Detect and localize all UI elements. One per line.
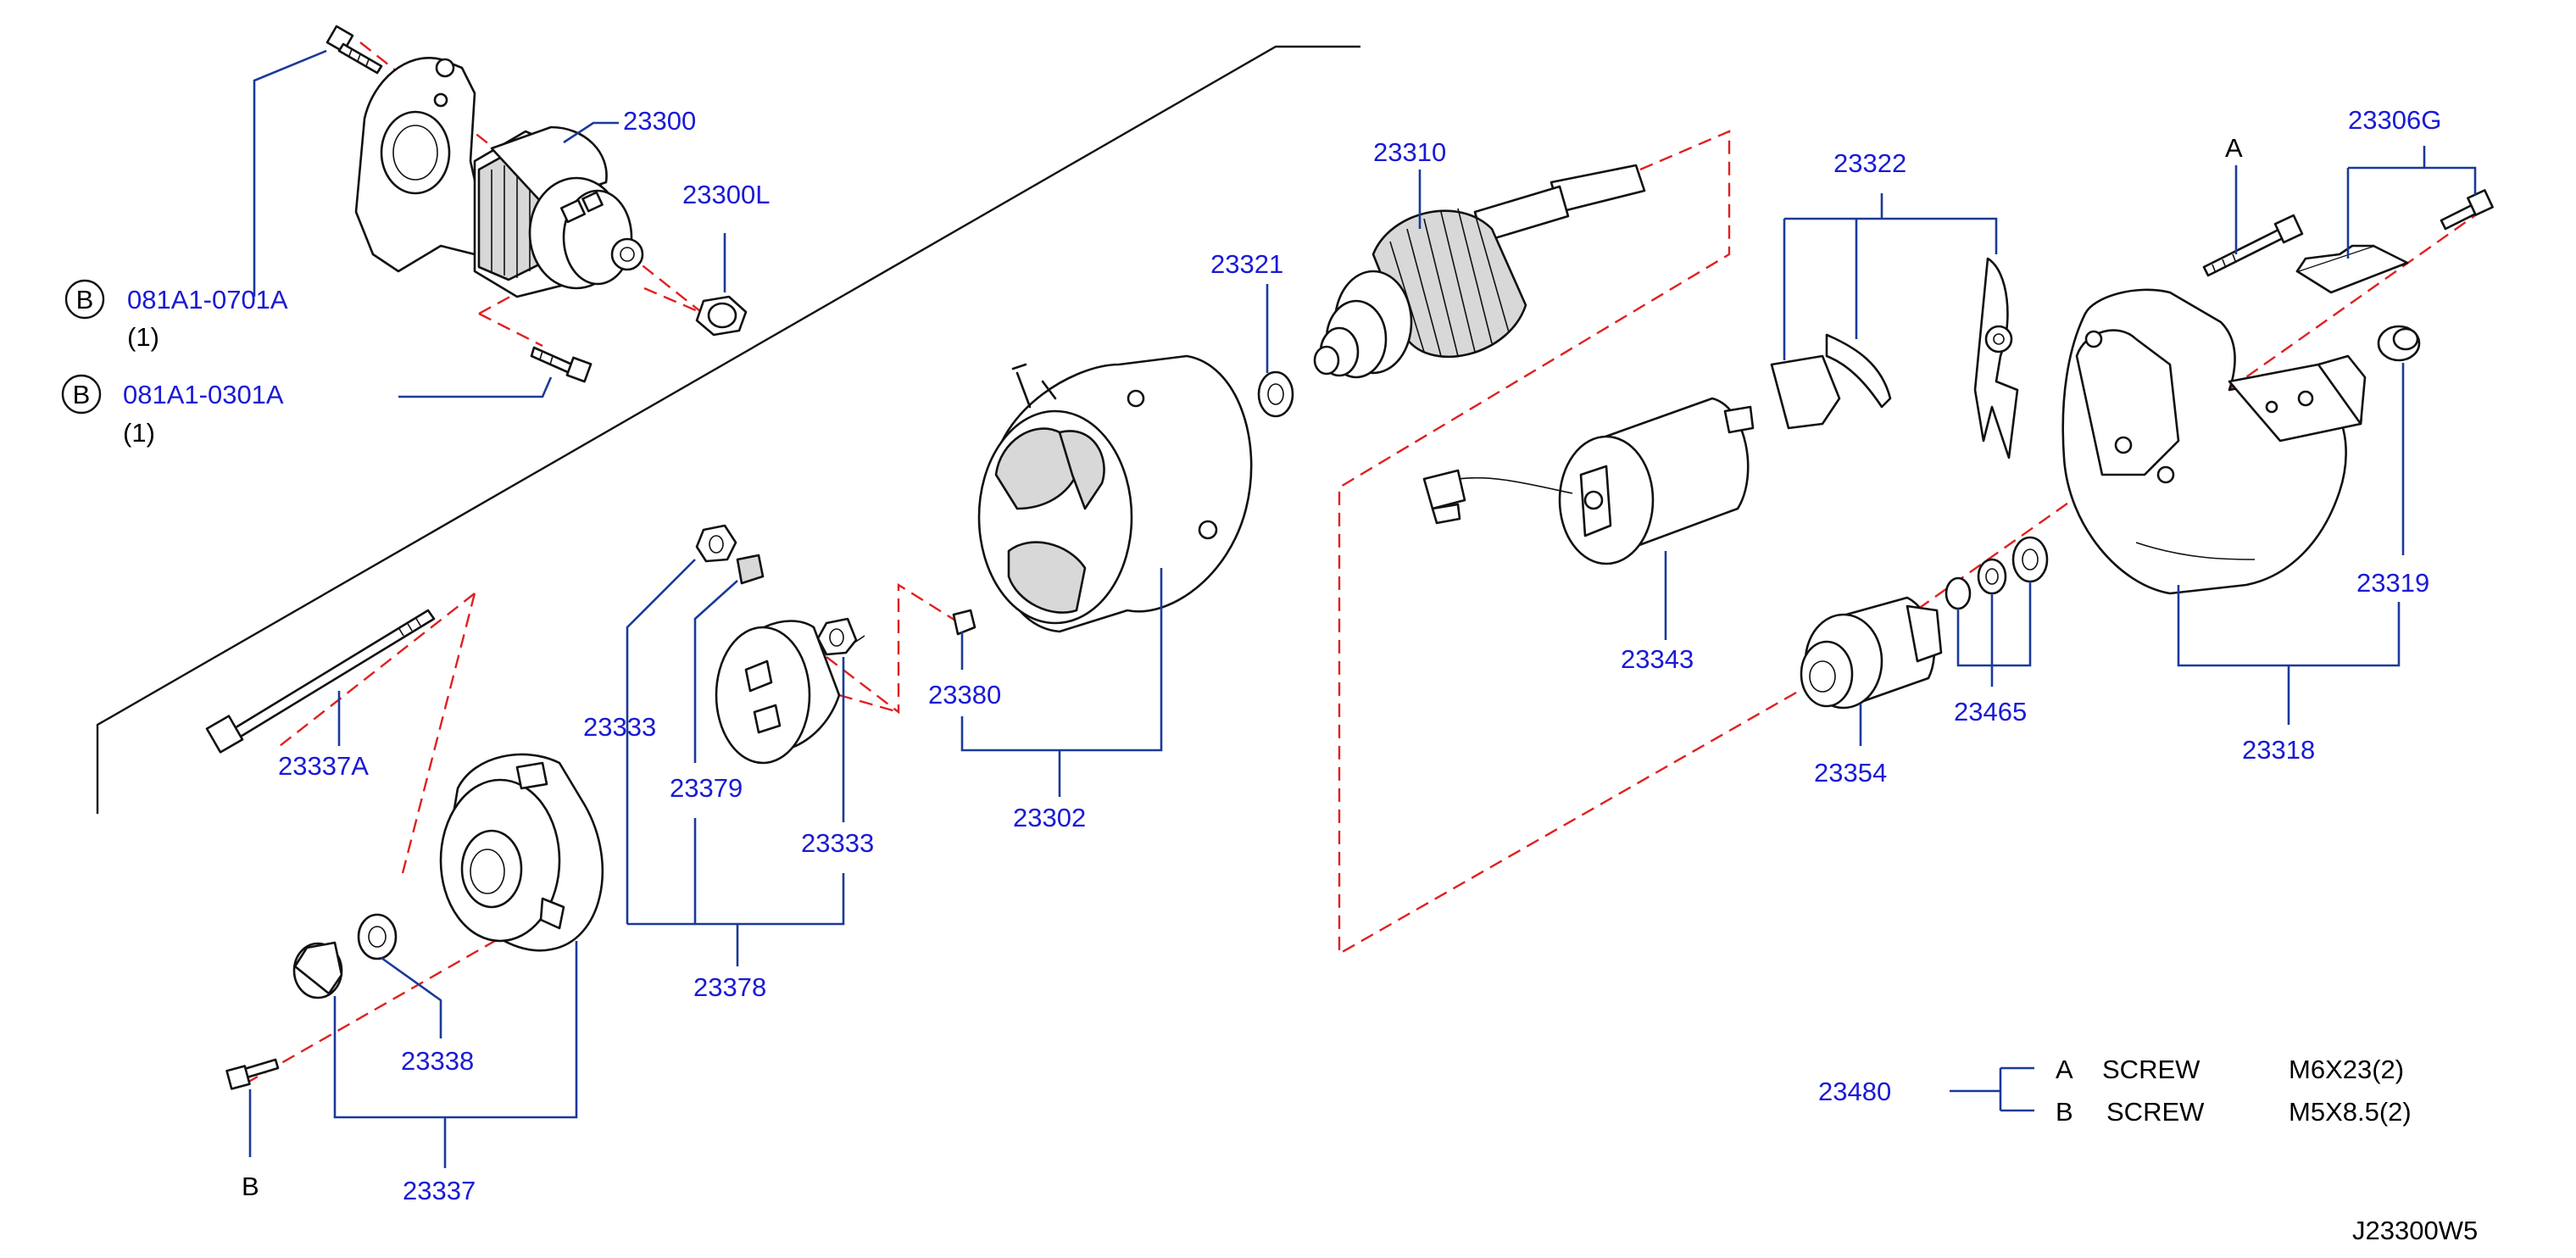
brush-holder-23379-illustration bbox=[715, 620, 841, 765]
front-housing-illustration bbox=[2061, 288, 2367, 595]
label-23333-left[interactable]: 23333 bbox=[583, 712, 656, 742]
label-23302[interactable]: 23302 bbox=[1013, 803, 1086, 832]
label-23310[interactable]: 23310 bbox=[1373, 137, 1446, 167]
diagram-id: J23300W5 bbox=[2352, 1216, 2478, 1245]
bushing-23338-illustration bbox=[357, 913, 398, 960]
circle-b-marker-1 bbox=[64, 279, 105, 320]
label-23337A[interactable]: 23337A bbox=[278, 751, 369, 781]
circle-b-marker-2 bbox=[61, 374, 102, 415]
label-23338[interactable]: 23338 bbox=[401, 1046, 474, 1076]
bolt-23306G-illustration bbox=[2440, 189, 2494, 231]
lever-23322-illustration bbox=[1770, 257, 2019, 459]
starter-assembly-illustration bbox=[354, 57, 644, 298]
label-081A1-0301A[interactable]: 081A1-0301A bbox=[123, 380, 284, 409]
washer-23321-illustration bbox=[1257, 370, 1294, 418]
through-bolt-illustration bbox=[205, 609, 436, 754]
washers-23465-illustration bbox=[1945, 536, 2049, 610]
brush-upper-illustration bbox=[736, 554, 765, 585]
bolt-081A1-0301A-illustration bbox=[530, 346, 593, 383]
armature-illustration bbox=[1313, 164, 1646, 379]
screw-b-illustration bbox=[225, 1058, 280, 1090]
label-23379[interactable]: 23379 bbox=[670, 773, 743, 803]
bolt-081A1-0701A-illustration bbox=[325, 25, 383, 75]
bushing-23319-illustration bbox=[2377, 325, 2421, 362]
label-23480[interactable]: 23480 bbox=[1818, 1077, 1891, 1106]
label-23321[interactable]: 23321 bbox=[1210, 249, 1283, 279]
circle-b-text-2: B bbox=[73, 380, 91, 409]
legend-row-a-key: A bbox=[2056, 1055, 2073, 1084]
bracket-23306G-illustration bbox=[2295, 244, 2409, 294]
circled-b-markers: B B bbox=[61, 279, 105, 415]
legend-row-b-spec: M5X8.5(2) bbox=[2289, 1097, 2412, 1127]
label-23300[interactable]: 23300 bbox=[623, 106, 696, 136]
legend-row-b-type: SCREW bbox=[2106, 1097, 2205, 1127]
spring-23333-lower-illustration bbox=[816, 617, 865, 656]
clip-23380-illustration bbox=[952, 609, 976, 636]
label-23337[interactable]: 23337 bbox=[403, 1176, 476, 1205]
leader-lines bbox=[248, 49, 2477, 1168]
label-23300L[interactable]: 23300L bbox=[682, 180, 770, 209]
qty-081A1-0701A: (1) bbox=[127, 322, 159, 352]
pinion-illustration bbox=[1800, 596, 1943, 710]
label-23306G[interactable]: 23306G bbox=[2348, 105, 2441, 135]
label-23318[interactable]: 23318 bbox=[2242, 735, 2315, 765]
label-23378[interactable]: 23378 bbox=[693, 972, 766, 1002]
yoke-illustration bbox=[977, 354, 1253, 633]
legend-row-b-key: B bbox=[2056, 1097, 2073, 1127]
label-081A1-0701A[interactable]: 081A1-0701A bbox=[127, 285, 288, 314]
label-23319[interactable]: 23319 bbox=[2356, 568, 2429, 598]
screw-a-illustration bbox=[2202, 214, 2304, 277]
nut-23300L-illustration bbox=[695, 295, 748, 337]
label-23343[interactable]: 23343 bbox=[1621, 644, 1694, 674]
screw-legend: A SCREW M6X23(2) B SCREW M5X8.5(2) bbox=[2056, 1055, 2412, 1127]
label-23354[interactable]: 23354 bbox=[1814, 758, 1887, 788]
qty-081A1-0301A: (1) bbox=[123, 418, 155, 448]
rear-cover-illustration bbox=[439, 753, 604, 952]
legend-row-a-type: SCREW bbox=[2102, 1055, 2200, 1084]
label-23465[interactable]: 23465 bbox=[1954, 697, 2027, 726]
legend-row-a-spec: M6X23(2) bbox=[2289, 1055, 2404, 1084]
solenoid-illustration bbox=[1422, 397, 1755, 565]
label-23333-right[interactable]: 23333 bbox=[801, 828, 874, 858]
spring-23333-upper-illustration bbox=[695, 524, 737, 563]
ref-a-label: A bbox=[2225, 133, 2243, 163]
ref-b-label: B bbox=[242, 1172, 259, 1201]
part-labels: 23300 23300L 081A1-0701A (1) 081A1-0301A… bbox=[123, 105, 2441, 1205]
cap-23338-illustration bbox=[292, 941, 343, 999]
label-23380[interactable]: 23380 bbox=[928, 680, 1001, 710]
label-23322[interactable]: 23322 bbox=[1833, 148, 1906, 178]
circle-b-text-1: B bbox=[76, 285, 94, 314]
section-divider bbox=[96, 45, 1360, 814]
